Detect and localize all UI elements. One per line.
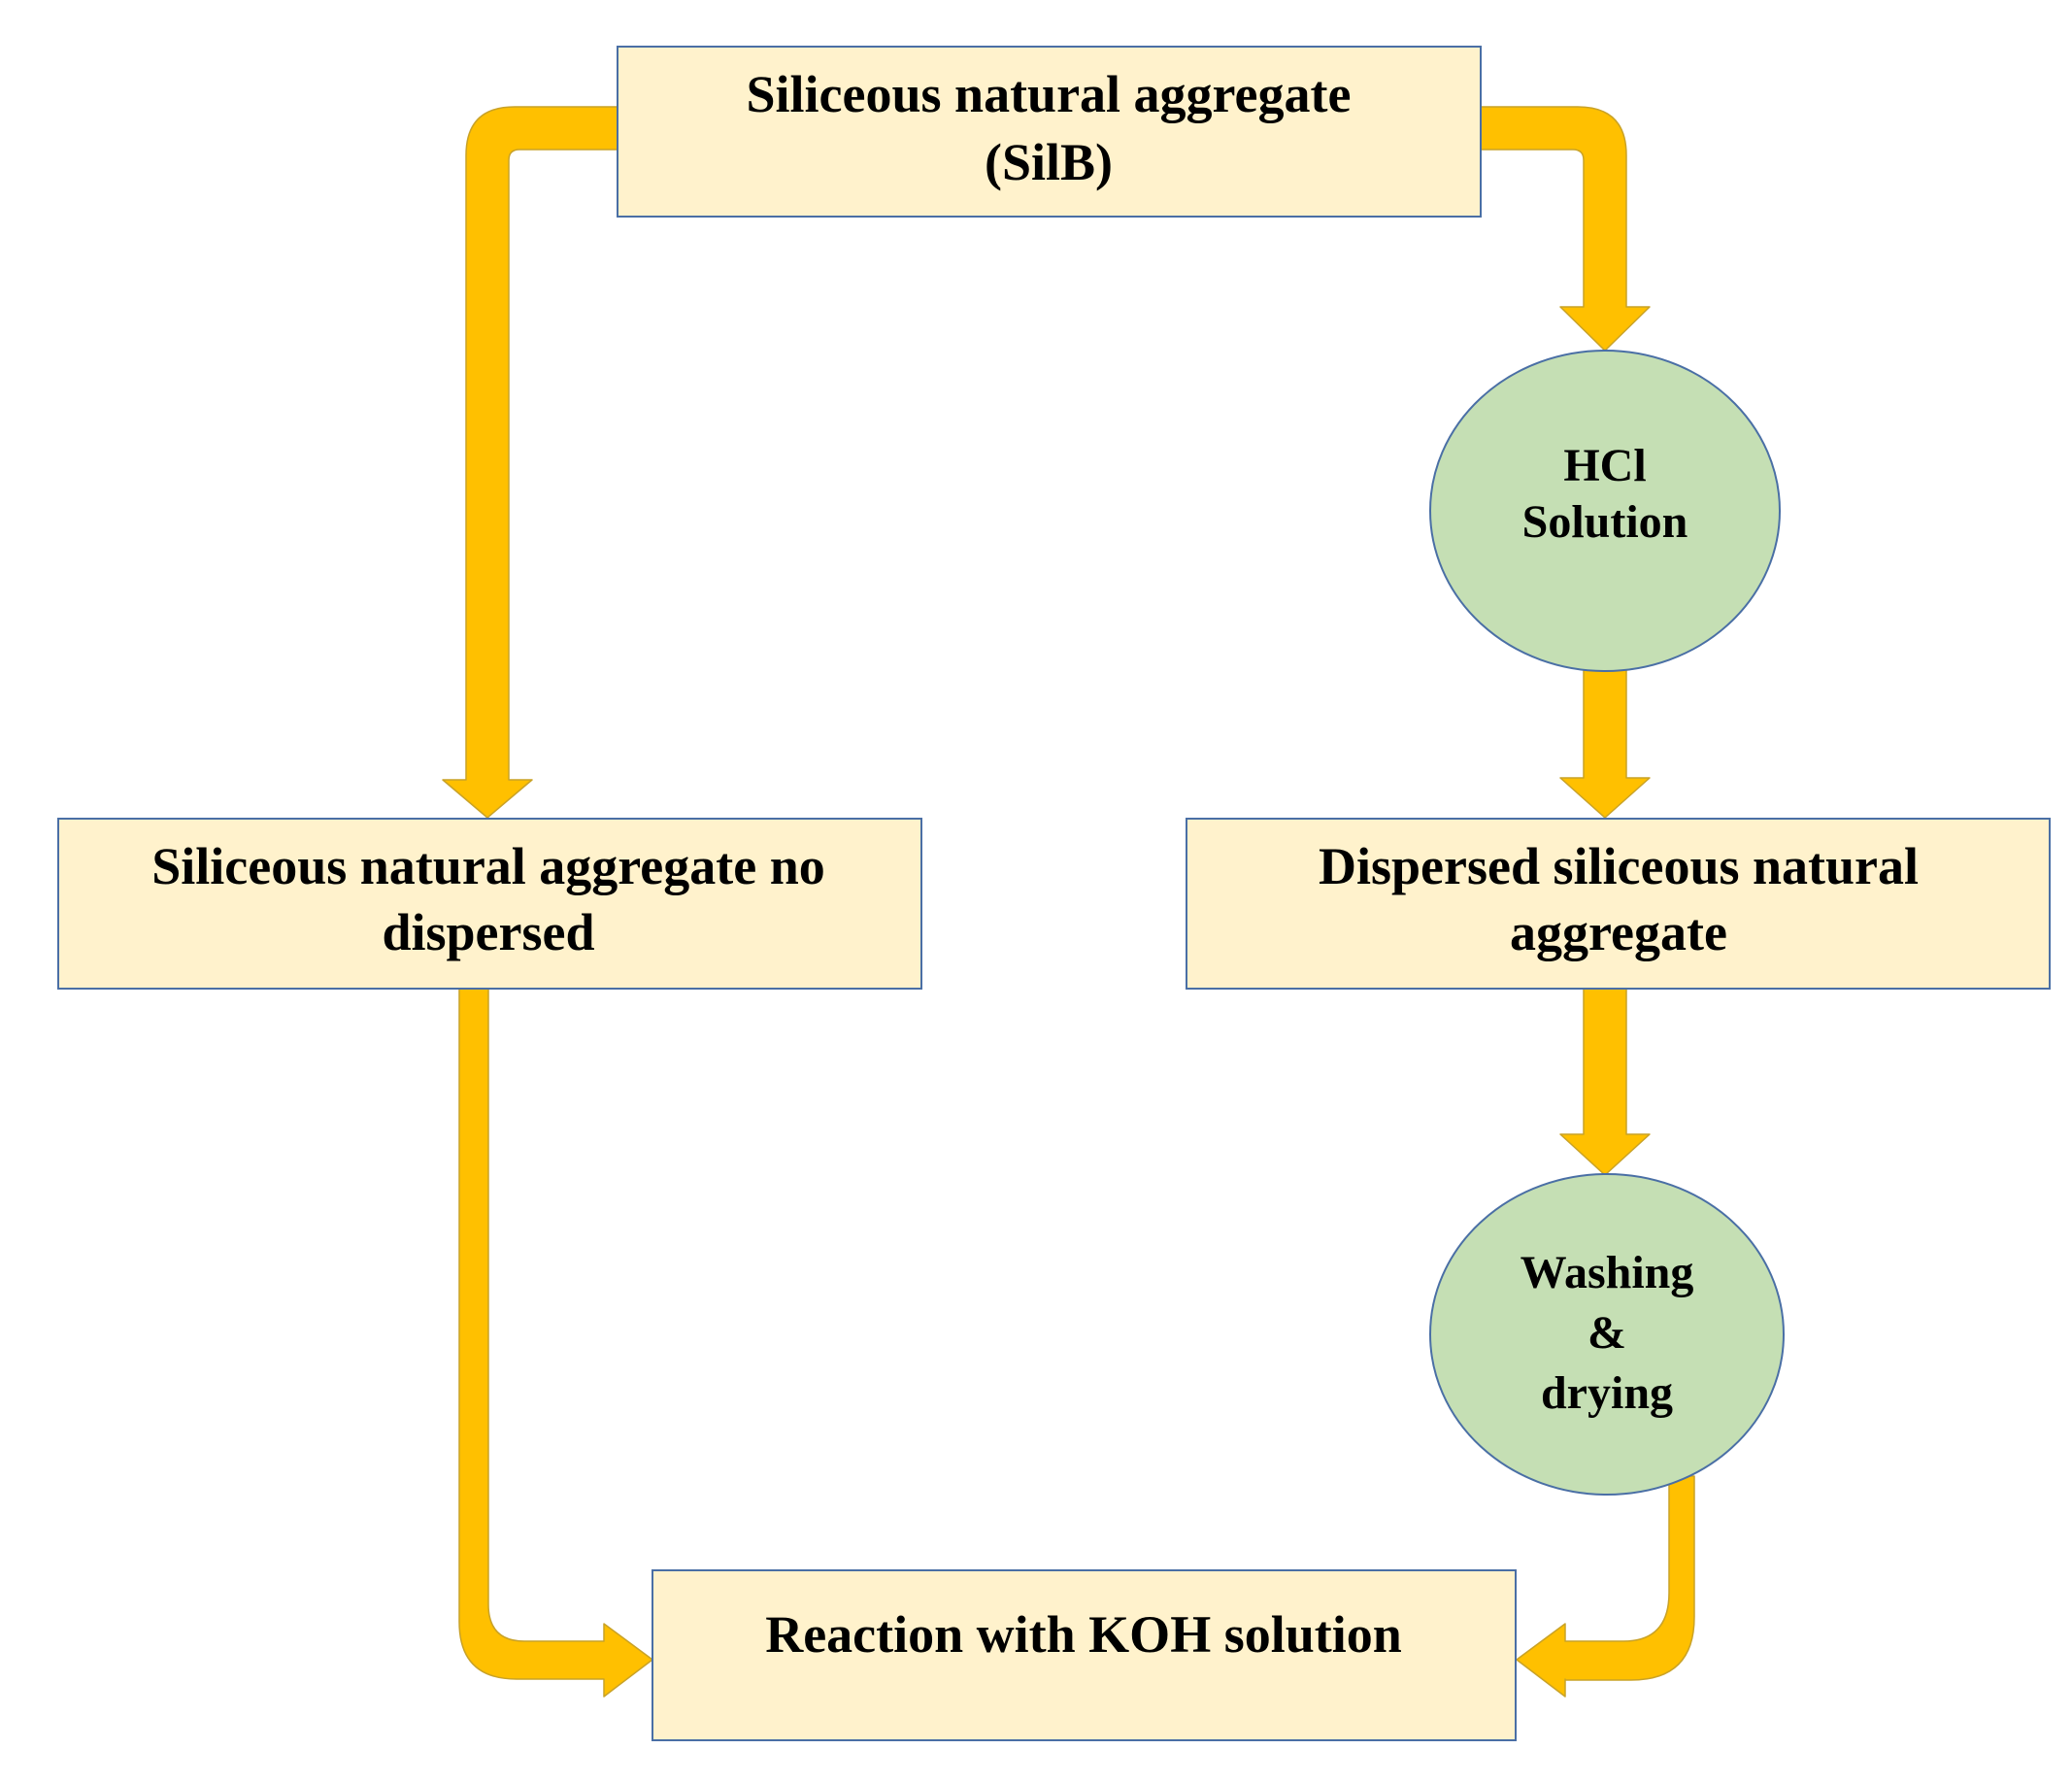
arrow-dispersed-to-washing bbox=[1559, 988, 1651, 1176]
arrow-source-to-no-dispersed bbox=[442, 106, 618, 819]
node-washing-drying: Washing & drying bbox=[1429, 1173, 1785, 1496]
node-silb-source-line-1: Siliceous natural aggregate bbox=[747, 65, 1352, 123]
node-hcl-line-2: Solution bbox=[1522, 496, 1688, 548]
node-dispersed-line-2: aggregate bbox=[1510, 903, 1727, 961]
node-hcl-line-1: HCl bbox=[1563, 440, 1646, 491]
node-koh-line-1: Reaction with KOH solution bbox=[765, 1605, 1402, 1664]
node-dispersed-line-1: Dispersed siliceous natural bbox=[1319, 837, 1919, 895]
arrow-no-dispersed-to-koh bbox=[458, 988, 653, 1698]
node-no-dispersed-line-2: dispersed bbox=[382, 903, 594, 961]
node-silb-source-line-2: (SilB) bbox=[985, 133, 1113, 191]
node-washing-line-1: Washing bbox=[1521, 1247, 1694, 1298]
arrow-source-to-hcl bbox=[1480, 106, 1651, 352]
node-no-dispersed: Siliceous natural aggregate no dispersed bbox=[57, 818, 922, 990]
node-koh-reaction: Reaction with KOH solution bbox=[652, 1569, 1517, 1741]
node-hcl-solution: HCl Solution bbox=[1429, 350, 1781, 672]
node-dispersed: Dispersed siliceous natural aggregate bbox=[1186, 818, 2051, 990]
node-silb-source: Siliceous natural aggregate (SilB) bbox=[617, 46, 1482, 218]
node-washing-line-2: & bbox=[1587, 1307, 1626, 1359]
arrow-hcl-to-dispersed bbox=[1559, 669, 1651, 819]
node-no-dispersed-line-1: Siliceous natural aggregate no bbox=[151, 837, 824, 895]
arrow-washing-to-koh bbox=[1516, 1475, 1695, 1698]
node-washing-line-3: drying bbox=[1541, 1367, 1673, 1419]
